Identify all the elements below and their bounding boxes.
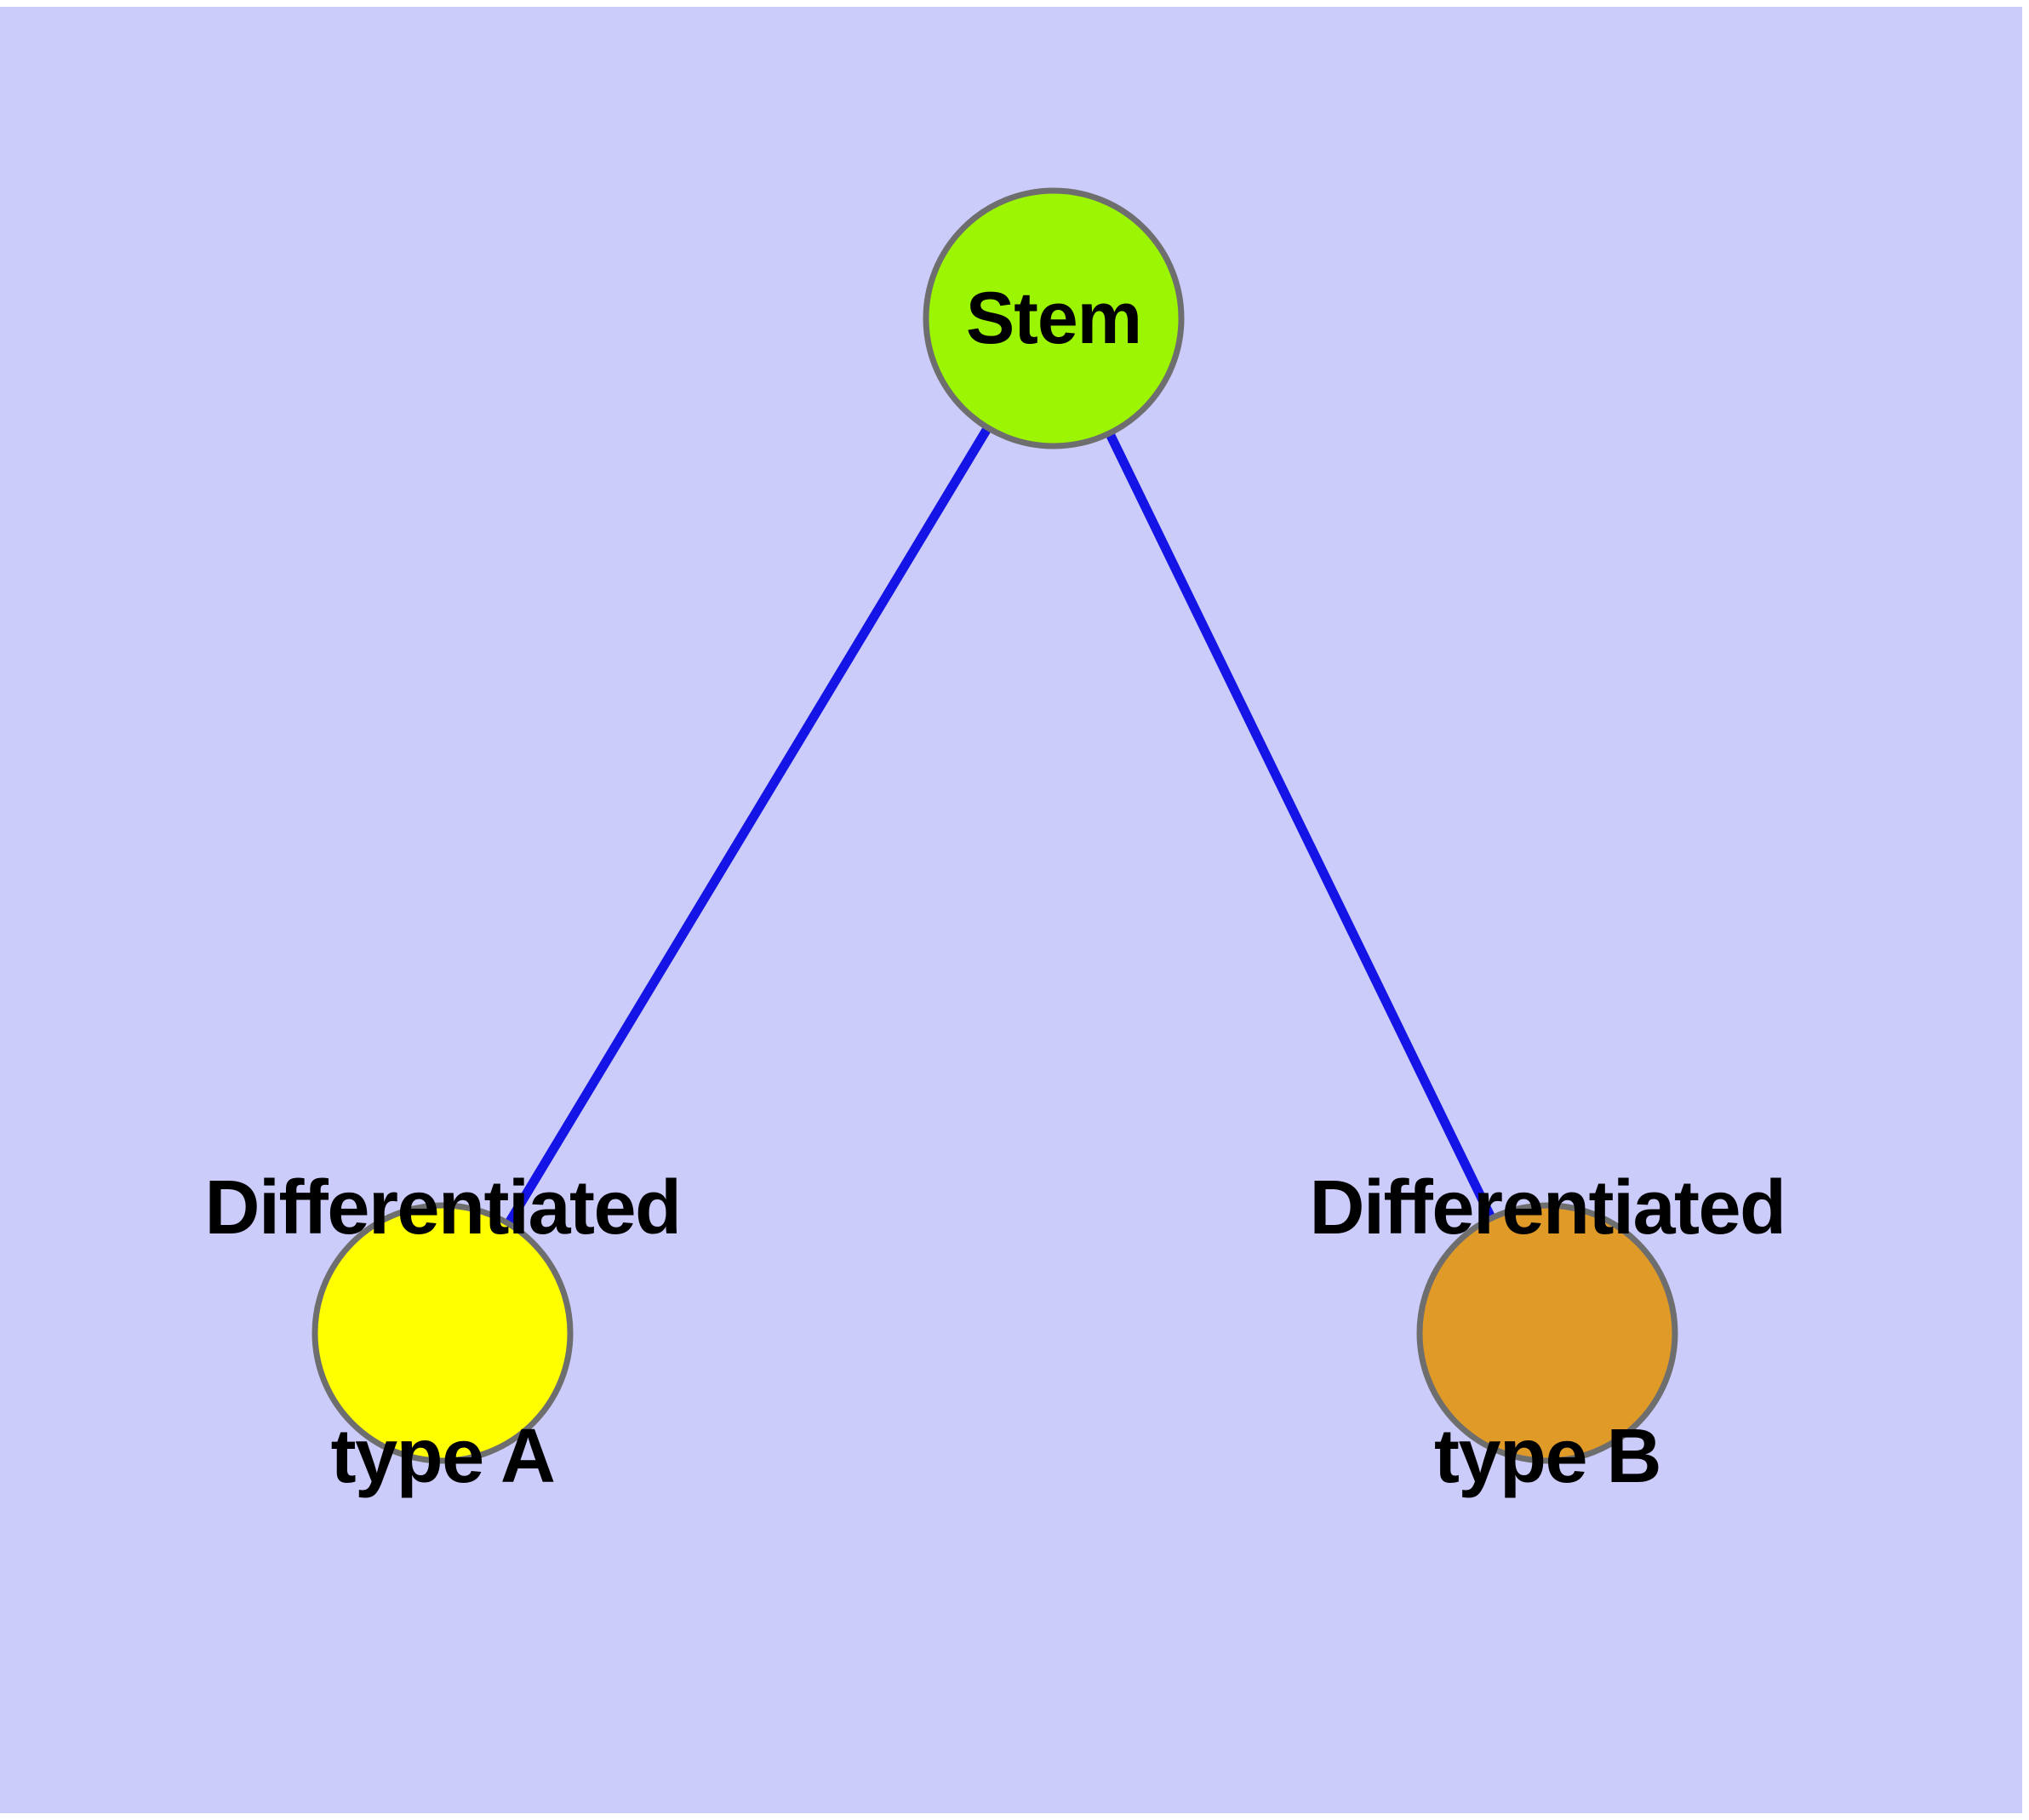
edge-stem-to-diff-b[interactable] xyxy=(1106,433,1495,1218)
edge-stem-to-diff-a[interactable] xyxy=(506,427,991,1224)
node-layer xyxy=(311,187,1678,1464)
edge-layer xyxy=(506,427,1495,1224)
node-diff-b[interactable] xyxy=(1416,1202,1678,1464)
node-diff-a[interactable] xyxy=(311,1202,574,1464)
node-stem[interactable] xyxy=(923,187,1185,449)
